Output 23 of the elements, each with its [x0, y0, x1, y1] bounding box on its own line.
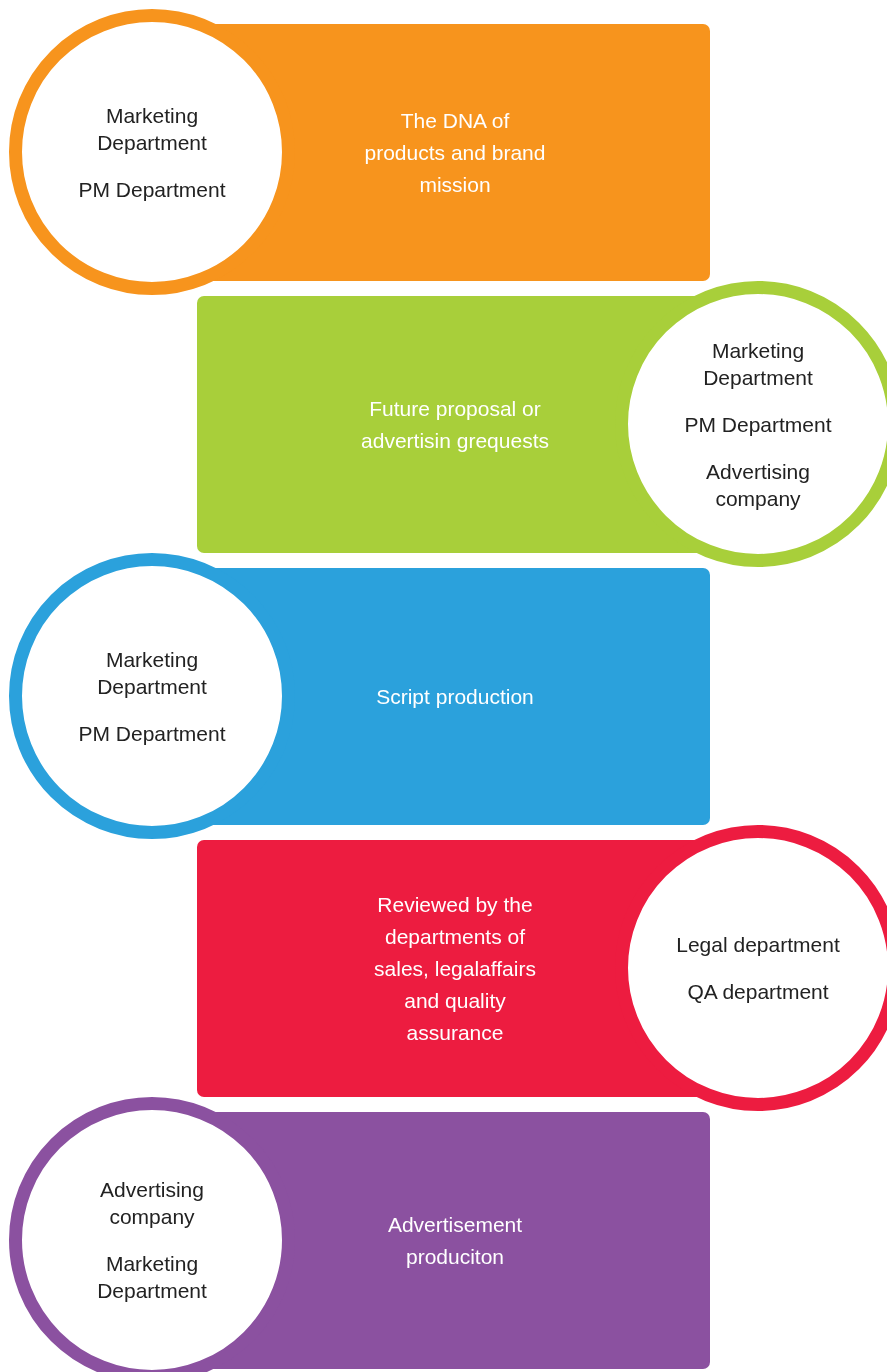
step-band [197, 840, 615, 1097]
department-name: PM Department [77, 176, 227, 203]
step-band [295, 568, 710, 825]
department-name: QA department [686, 979, 830, 1005]
step-text: Reviewed by the departments of sales, legalaffairs and quality assurance [373, 891, 537, 1046]
step-text: Future proposal or advertisin grequests [360, 395, 550, 454]
department-name: Advertising company [99, 1177, 205, 1230]
department-name: PM Department [77, 720, 227, 747]
step-band [295, 1112, 710, 1369]
step-band [295, 24, 710, 281]
department-name: Legal department [675, 932, 841, 958]
step-band [197, 296, 615, 553]
department-name: Marketing Department [96, 1251, 208, 1304]
department-name: PM Department [683, 411, 833, 438]
department-circle [9, 9, 295, 295]
department-name: Marketing Department [702, 337, 814, 391]
department-circle [9, 553, 295, 839]
step-text: The DNA of products and brand mission [363, 107, 547, 198]
department-name: Advertising company [705, 458, 811, 512]
step-text: Script production [375, 683, 535, 710]
department-name: Marketing Department [96, 646, 208, 700]
step-text: Advertisement produciton [386, 1211, 524, 1270]
department-name: Marketing Department [96, 102, 208, 156]
